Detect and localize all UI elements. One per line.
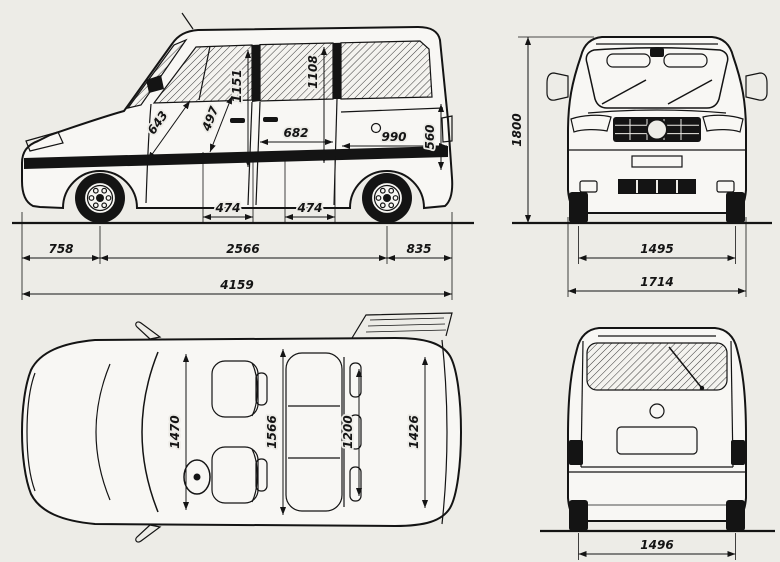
rear-wiper — [668, 346, 702, 388]
dim-label-rear-opening-height: 560 — [423, 124, 437, 149]
dim-label-rear-opening-width: 990 — [381, 130, 406, 144]
dim-sliding-door-height: 1108 — [304, 47, 328, 163]
dim-label-cargo-width: 1426 — [407, 415, 421, 448]
dim-label-front-door-height: 1151 — [230, 69, 244, 102]
tailgate-line-top — [441, 339, 448, 525]
dim-sliding-door-width: 682 — [260, 124, 333, 146]
dim-label-rear-seat-pitch: 474 — [296, 201, 322, 215]
dim-rear-interior-width: 1200 — [339, 369, 363, 496]
side-front-wheel — [75, 173, 125, 223]
rear-wiper-pivot — [699, 385, 705, 391]
rear-window — [586, 342, 728, 391]
wiper-right — [667, 79, 713, 105]
windshield-front — [585, 47, 729, 109]
door-mirror-right — [745, 72, 768, 101]
dim-max-interior-width: 1566 — [263, 349, 287, 515]
b-pillar — [252, 44, 260, 102]
side-mirror — [146, 75, 164, 93]
windshield-side — [126, 38, 188, 109]
side-view: 1151 1108 643 497 682 990 560 — [12, 12, 474, 300]
dim-length-group: 758 2566 835 4159 — [21, 212, 453, 300]
dim-front-interior-width: 1470 — [166, 354, 190, 510]
front-door-handle — [230, 118, 245, 123]
headlight-side — [25, 131, 64, 152]
fog-light-left — [579, 180, 598, 193]
headlight-right — [702, 114, 744, 133]
dim-rear-opening-width: 990 — [342, 128, 447, 150]
front-seat-passenger — [211, 360, 268, 418]
dim-label-front-interior-width: 1470 — [168, 415, 182, 448]
dim-label-overall-length: 4159 — [219, 278, 253, 292]
dim-seat-pitches: 474 474 — [202, 152, 336, 222]
dim-label-rear-overhang: 835 — [406, 242, 431, 256]
dim-label-front-track: 1495 — [640, 242, 673, 256]
grille — [613, 117, 701, 142]
fog-light-right — [716, 180, 735, 193]
roof-flap — [351, 312, 453, 339]
front-tire-left — [569, 192, 588, 223]
mirror-top-left — [135, 321, 162, 340]
front-bumper-line-top — [26, 372, 36, 492]
brand-badge-front — [646, 118, 668, 141]
front-view: 1800 1495 1714 — [508, 36, 772, 297]
tail-light-left — [569, 440, 583, 465]
door-mirror-left — [546, 72, 569, 101]
dim-overall-width: 1714 — [567, 217, 747, 297]
dim-rear-opening-height: 560 — [421, 104, 445, 170]
tail-light-right — [731, 440, 745, 465]
dim-rear-track: 1496 — [578, 533, 736, 560]
antenna — [181, 12, 194, 30]
fuel-cap — [370, 122, 382, 134]
dim-label-rear-track: 1496 — [640, 538, 673, 552]
rear-tire-left — [569, 500, 588, 531]
brand-badge-rear — [649, 403, 665, 419]
mirror-top-right — [135, 524, 162, 543]
rearview-mirror — [650, 48, 664, 57]
wiper-left — [601, 79, 647, 105]
lower-intake — [618, 179, 696, 194]
sliding-door-front-edge — [255, 101, 261, 206]
c-pillar — [333, 42, 341, 99]
dim-label-front-seat-pitch: 474 — [214, 201, 240, 215]
dim-front-track: 1495 — [578, 226, 736, 264]
side-molding-band — [24, 146, 448, 169]
dim-label-max-interior-width: 1566 — [265, 415, 279, 448]
sliding-door-rail — [340, 107, 444, 113]
dim-label-sliding-door-height: 1108 — [306, 55, 320, 88]
rear-quarter-window — [340, 40, 433, 100]
top-view: 1470 1566 1200 1426 — [20, 312, 463, 543]
dim-cargo-width: 1426 — [405, 357, 429, 508]
top-body-outline — [20, 336, 463, 528]
sun-visor-left — [606, 53, 651, 68]
dim-label-overall-height: 1800 — [510, 113, 524, 146]
sliding-door-handle — [263, 117, 278, 122]
dim-label-rear-interior-width: 1200 — [341, 415, 355, 448]
dim-overall-height: 1800 — [508, 36, 594, 223]
dim-label-wheelbase: 2566 — [226, 242, 259, 256]
sun-visor-right — [663, 53, 708, 68]
license-plate-recess — [616, 426, 698, 455]
sliding-door-window — [259, 42, 334, 102]
dim-label-sliding-door-width: 682 — [283, 126, 308, 140]
rear-tire-right — [726, 500, 745, 531]
hood-line-top — [95, 363, 111, 501]
front-plate — [631, 155, 683, 168]
headlight-left — [570, 114, 612, 133]
sliding-door-rear-edge — [333, 98, 338, 206]
front-seat-driver — [211, 446, 268, 504]
rear-view: 1496 — [540, 327, 775, 560]
windshield-top — [141, 351, 159, 513]
front-tire-right — [726, 192, 745, 223]
dim-label-overall-width: 1714 — [640, 275, 673, 289]
dim-front-door-height: 1151 — [228, 50, 252, 167]
side-rear-wheel — [362, 173, 412, 223]
vent-window-divider — [198, 46, 211, 101]
dim-label-front-overhang: 758 — [48, 242, 73, 256]
cowl-line — [587, 109, 727, 114]
